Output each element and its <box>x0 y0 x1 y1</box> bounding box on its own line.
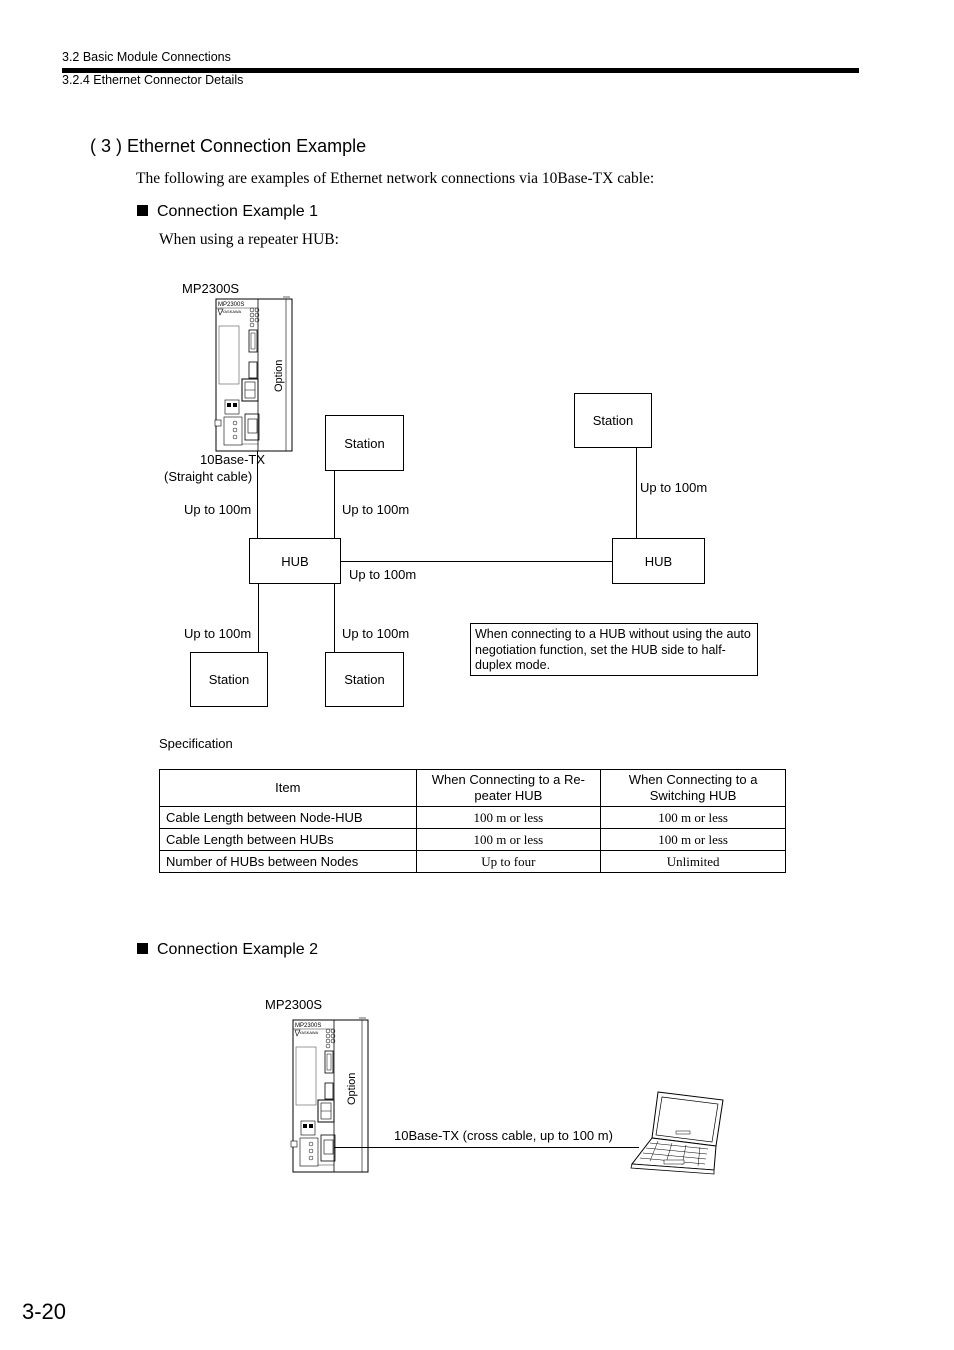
mp2300s-module-icon: MP2300S YASKAWA Option <box>214 296 293 452</box>
table-cell: Unlimited <box>600 850 786 873</box>
link-station-hub <box>334 470 335 539</box>
table-header-row: Item When Connecting to a Re-peater HUB … <box>159 769 786 807</box>
table-cell: 100 m or less <box>415 828 602 851</box>
header-section: 3.2 Basic Module Connections <box>62 50 231 64</box>
hub-box: HUB <box>612 538 705 584</box>
table-row: Cable Length between HUBs 100 m or less … <box>159 828 786 851</box>
hub-note: When connecting to a HUB without using t… <box>470 623 758 676</box>
table-cell: 100 m or less <box>415 806 602 829</box>
distance-label: Up to 100m <box>342 502 410 517</box>
table-cell: 100 m or less <box>600 828 786 851</box>
device-tiny-label: MP2300S <box>295 1023 321 1029</box>
cable-label-1: 10Base-TX <box>200 452 266 467</box>
hub-box: HUB <box>249 538 341 584</box>
cross-cable-label: 10Base-TX (cross cable, up to 100 m) <box>394 1128 613 1143</box>
table-row: Cable Length between Node-HUB 100 m or l… <box>159 806 786 829</box>
table-cell: Number of HUBs between Nodes <box>159 850 417 873</box>
distance-label: Up to 100m <box>184 502 252 517</box>
cross-cable-line <box>334 1147 639 1148</box>
distance-label: Up to 100m <box>342 626 410 641</box>
square-bullet-icon <box>137 943 148 954</box>
page-number: 3-20 <box>22 1299 67 1324</box>
spec-label: Specification <box>159 736 233 751</box>
distance-label: Up to 100m <box>349 567 417 582</box>
distance-label: Up to 100m <box>640 480 708 495</box>
table-cell: 100 m or less <box>600 806 786 829</box>
section-title: ( 3 ) Ethernet Connection Example <box>90 136 367 156</box>
table-cell: Cable Length between HUBs <box>159 828 417 851</box>
link-device-hub <box>257 451 258 539</box>
square-bullet-icon <box>137 205 148 216</box>
cable-label-2: (Straight cable) <box>164 469 253 484</box>
link-station-hub2 <box>636 447 637 539</box>
header-subsection: 3.2.4 Ethernet Connector Details <box>62 73 244 87</box>
station-box: Station <box>574 393 652 448</box>
intro-text: The following are examples of Ethernet n… <box>136 170 655 187</box>
link-hub-station-bm <box>334 583 335 653</box>
example2-heading: Connection Example 2 <box>137 941 318 959</box>
header-rule <box>62 68 859 73</box>
col-header: Item <box>159 769 417 807</box>
distance-label: Up to 100m <box>184 626 252 641</box>
link-hub-hub <box>340 561 613 562</box>
svg-text:YASKAWA: YASKAWA <box>222 309 242 314</box>
example1-subtext: When using a repeater HUB: <box>159 231 339 248</box>
example1-heading: Connection Example 1 <box>137 203 318 221</box>
example2-heading-text: Connection Example 2 <box>157 941 318 958</box>
mp2300s-module-icon: MP2300S YASKAWA Option <box>290 1017 369 1173</box>
laptop-icon <box>630 1091 724 1175</box>
example1-heading-text: Connection Example 1 <box>157 203 318 220</box>
col-header: When Connecting to a Switching HUB <box>600 769 786 807</box>
table-row: Number of HUBs between Nodes Up to four … <box>159 850 786 873</box>
option-label: Option <box>346 1073 358 1105</box>
device-tiny-label: MP2300S <box>218 302 244 308</box>
spec-table: Item When Connecting to a Re-peater HUB … <box>159 769 786 873</box>
link-hub-station-bl <box>258 583 259 653</box>
table-cell: Cable Length between Node-HUB <box>159 806 417 829</box>
device1-label: MP2300S <box>182 281 240 296</box>
station-box: Station <box>325 415 404 471</box>
device2-label: MP2300S <box>265 997 323 1012</box>
station-box: Station <box>190 652 268 707</box>
table-cell: Up to four <box>415 850 602 873</box>
svg-text:YASKAWA: YASKAWA <box>299 1030 319 1035</box>
station-box: Station <box>325 652 404 707</box>
col-header: When Connecting to a Re-peater HUB <box>415 769 602 807</box>
option-label: Option <box>273 360 285 392</box>
